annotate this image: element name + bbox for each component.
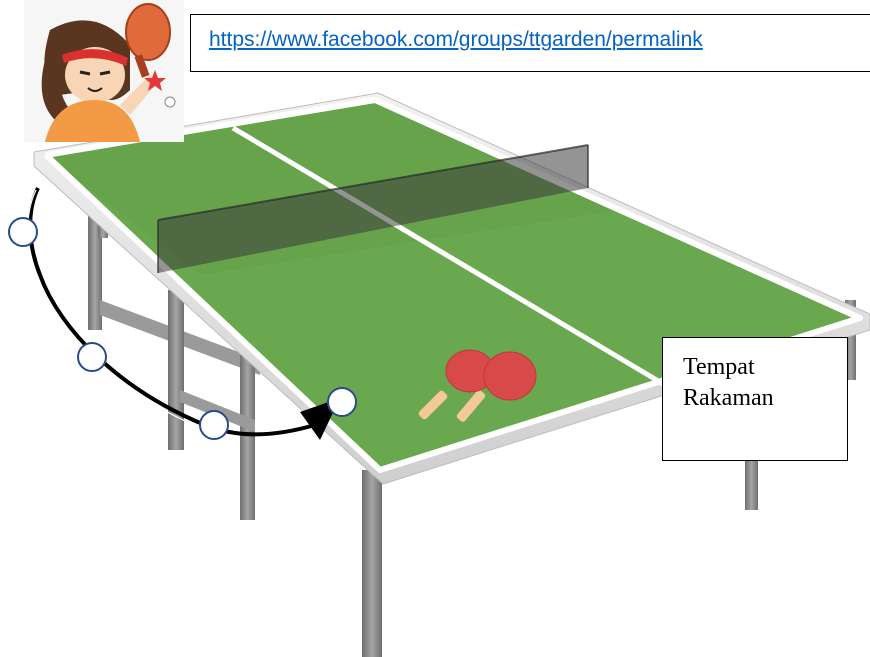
ping-pong-paddles-icon [418, 349, 537, 422]
label-line-2: Rakaman [683, 385, 774, 411]
ball-positions [8, 217, 357, 440]
table-side-lines [43, 97, 863, 473]
table-center-line [231, 125, 667, 388]
table-net [157, 144, 589, 273]
recording-location-box: Tempat Rakaman [662, 337, 848, 461]
url-box: https://www.facebook.com/groups/ttgarden… [190, 14, 870, 72]
ball-marker [327, 387, 357, 417]
ball-marker [8, 217, 38, 247]
ball-marker [199, 410, 229, 440]
table-tennis-player-icon [24, 0, 184, 142]
label-line-1: Tempat [683, 354, 755, 380]
ball-marker [77, 342, 107, 372]
facebook-group-link[interactable]: https://www.facebook.com/groups/ttgarden… [209, 28, 703, 51]
